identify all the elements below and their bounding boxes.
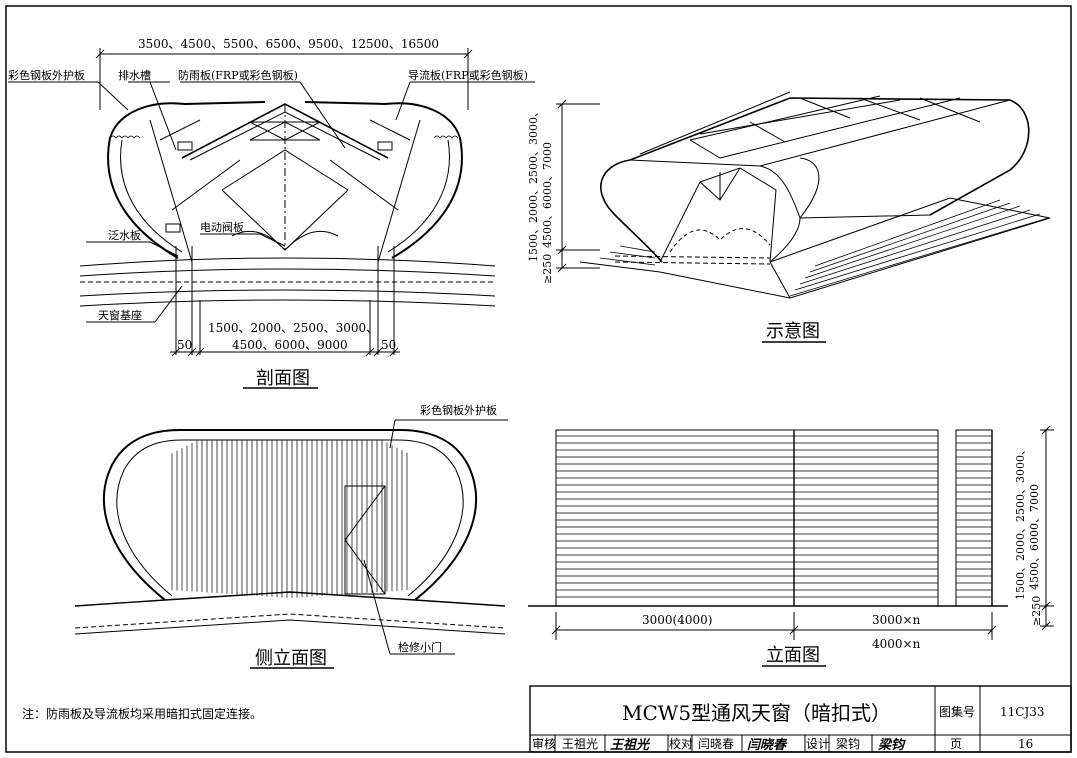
review-label: 审核 (532, 736, 556, 751)
designer-name: 梁钧 (836, 736, 860, 751)
section-top-dimensions: 3500、4500、5500、6500、9500、12500、16500 (138, 37, 439, 51)
front-height-dims-line1: 1500、2000、2500、3000、 (1014, 444, 1027, 600)
schematic-height-dims-line2: 4500、6000、7000 (541, 142, 554, 248)
front-elevation-slats (556, 435, 992, 598)
checker-name: 闫晓春 (698, 737, 734, 751)
label-damper: 电动阀板 (200, 220, 244, 234)
schematic-min-dim: ≥250 (541, 254, 554, 284)
label-flashing: 泛水板 (108, 228, 141, 242)
atlas-number: 11CJ33 (1000, 705, 1045, 719)
section-bottom-dims-line2: 4500、6000、9000 (232, 338, 348, 352)
page-number: 16 (1018, 737, 1033, 751)
side-elevation-cladding-ribs (171, 440, 408, 598)
page-label: 页 (950, 737, 962, 751)
section-dim-50-right: 50 (381, 338, 396, 352)
label-deflector: 导流板(FRP或彩色钢板) (408, 68, 528, 82)
section-bottom-dims-line1: 1500、2000、2500、3000、 (208, 321, 378, 335)
check-label: 校对 (669, 736, 693, 751)
side-elevation-title: 侧立面图 (255, 648, 327, 669)
label-gutter: 排水槽 (118, 68, 151, 82)
design-label: 设计 (806, 737, 830, 751)
side-label-outer-panel: 彩色钢板外护板 (420, 403, 497, 417)
label-rain-shield: 防雨板(FRP或彩色钢板) (178, 68, 298, 82)
front-dim-total: 4000×n (872, 637, 921, 651)
front-min-dim: ≥250 (1030, 596, 1043, 626)
side-elevation-text: 彩色钢板外护板 检修小门 侧立面图 (255, 403, 497, 669)
checker-signature: 闫晓春 (747, 737, 788, 753)
label-outer-panel: 彩色钢板外护板 (8, 68, 85, 82)
atlas-label: 图集号 (939, 704, 975, 719)
title-block (529, 685, 1072, 753)
front-elevation-text: 3000(4000) 3000×n 4000×n 1500、2000、2500、… (642, 444, 1043, 666)
reviewer-signature: 王祖光 (610, 737, 651, 753)
title-block-text: MCW5型通风天窗（暗扣式） 图集号 11CJ33 页 16 审核 王祖光 王祖… (532, 701, 1045, 753)
side-label-door: 检修小门 (398, 640, 442, 654)
front-dim-repeat: 3000×n (872, 613, 921, 627)
section-view (8, 48, 535, 389)
side-elevation (74, 419, 508, 669)
section-dim-50-left: 50 (177, 338, 192, 352)
drawing-title: MCW5型通风天窗（暗扣式） (622, 701, 891, 725)
schematic-view-title: 示意图 (766, 321, 820, 342)
reviewer-name: 王祖光 (562, 736, 598, 751)
section-view-title: 剖面图 (256, 368, 310, 389)
drawing-note: 注：防雨板及导流板均采用暗扣式固定连接。 (22, 706, 262, 721)
front-height-dims-line2: 4500、6000、7000 (1028, 484, 1041, 590)
schematic-view (556, 91, 1051, 343)
label-base: 天窗基座 (98, 308, 142, 322)
designer-signature: 梁钧 (877, 737, 906, 753)
schematic-view-text: 1500、2000、2500、3000、 4500、6000、7000 ≥250… (527, 106, 820, 342)
schematic-height-dims-line1: 1500、2000、2500、3000、 (527, 106, 540, 262)
front-elevation-title: 立面图 (766, 645, 820, 666)
front-dim-first: 3000(4000) (642, 613, 712, 627)
section-view-text: 3500、4500、5500、6500、9500、12500、16500 彩色钢… (8, 37, 528, 389)
front-elevation (528, 425, 1054, 667)
